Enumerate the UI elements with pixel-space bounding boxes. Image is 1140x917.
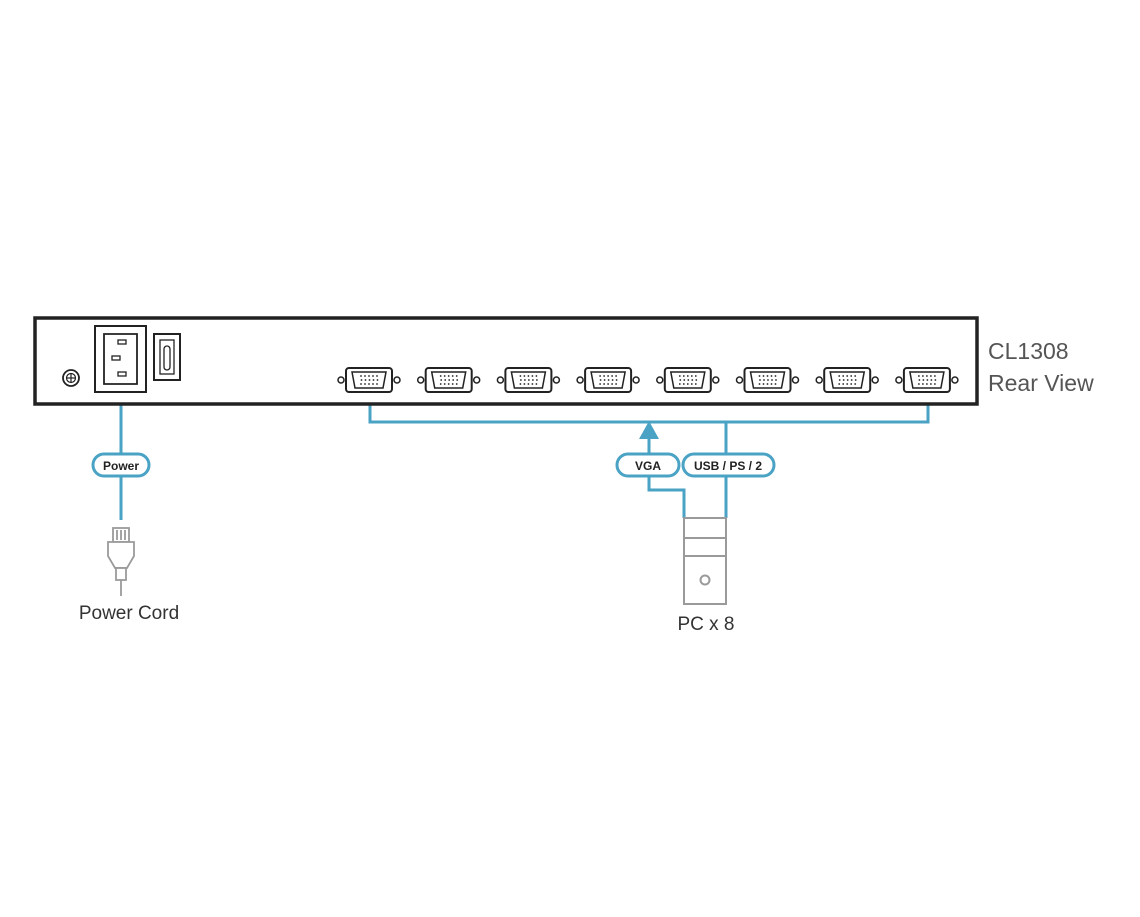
power-socket-icon	[94, 325, 147, 393]
power-label-pill	[91, 452, 151, 478]
usb-ps2-label-text: USB / PS / 2	[694, 459, 762, 473]
device-model: CL1308	[988, 338, 1069, 364]
kvm-port-icon	[656, 367, 720, 393]
kvm-port-icon	[496, 367, 561, 393]
power-label-text: Power	[103, 459, 139, 473]
kvm-port-icon	[735, 367, 800, 393]
kvm-port-icon	[337, 367, 401, 393]
kvm-port-icon	[416, 367, 481, 393]
power-label: Power	[91, 452, 151, 478]
vga-cable-lower	[647, 476, 686, 518]
vga-label-pill	[615, 452, 681, 478]
power-cord-label: Power Cord	[79, 603, 179, 624]
kvm-port-icon	[576, 367, 640, 393]
power-switch-icon	[153, 333, 181, 381]
kvm-ports	[337, 367, 959, 393]
arrow-up-icon	[639, 421, 659, 439]
pc-label: PC x 8	[677, 614, 734, 635]
power-plug-icon	[107, 527, 135, 596]
kvm-port-icon	[895, 367, 959, 393]
ground-screw-icon	[62, 369, 80, 387]
vga-label-text: VGA	[635, 459, 661, 473]
device-chassis	[33, 316, 979, 406]
kvm-port-icon	[815, 367, 879, 393]
cables	[119, 389, 930, 520]
device-view: Rear View	[988, 370, 1094, 396]
usb-ps2-label: USB / PS / 2	[681, 452, 776, 478]
vga-label: VGA	[615, 452, 681, 478]
pc-tower-icon	[683, 517, 727, 605]
usb-ps2-label-pill	[681, 452, 776, 478]
